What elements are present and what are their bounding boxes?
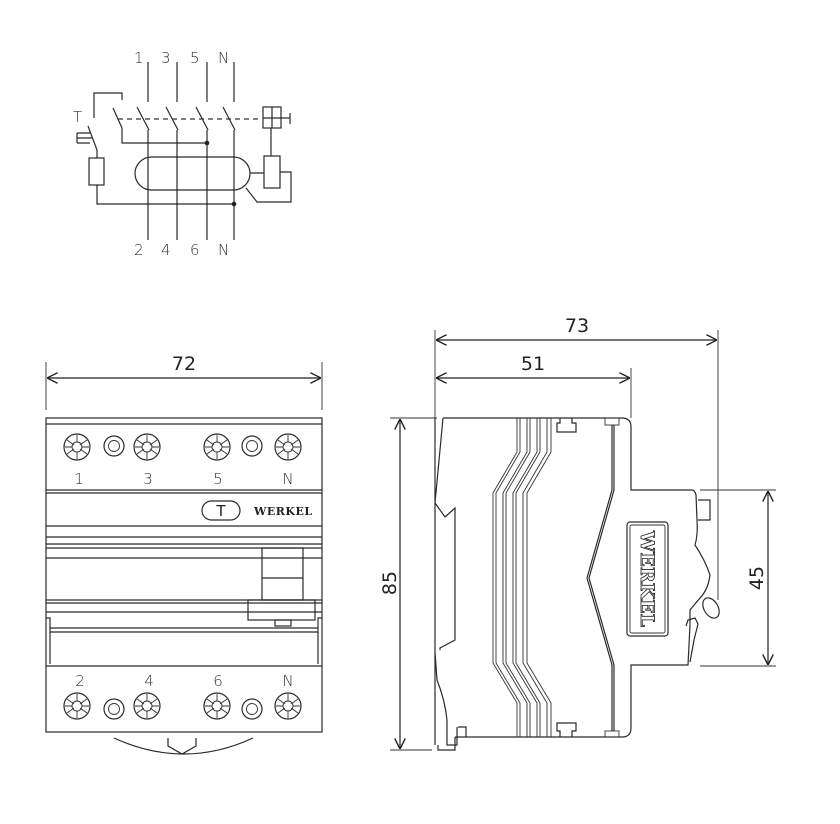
front-bottom-terminal: N xyxy=(282,672,293,690)
terminal-screw-icon xyxy=(274,433,302,461)
dimension-73: 73 xyxy=(434,315,719,600)
schematic-top-terminal: 3 xyxy=(161,49,171,67)
dimension-85: 85 xyxy=(379,417,437,751)
height-label: 85 xyxy=(379,571,401,595)
side-brand-plate xyxy=(626,521,669,637)
terminal-hole-icon xyxy=(241,698,263,720)
junction-dot xyxy=(231,201,237,207)
schematic-bottom-terminal: 6 xyxy=(190,241,200,259)
side-view: 73 51 85 45 xyxy=(379,315,776,751)
terminal-screw-icon xyxy=(133,433,161,461)
front-height-label: 45 xyxy=(746,566,768,590)
front-bottom-terminal: 6 xyxy=(213,672,223,690)
schematic-top-terminal: N xyxy=(218,49,229,67)
front-top-terminal: 3 xyxy=(143,470,153,488)
front-body-outline xyxy=(45,417,323,755)
side-ribs xyxy=(492,418,552,737)
schematic-bottom-terminal: N xyxy=(218,241,229,259)
schematic-bottom-terminal: 2 xyxy=(134,241,144,259)
terminal-hole-icon xyxy=(103,698,125,720)
front-top-terminal: N xyxy=(282,470,293,488)
body-depth-label: 51 xyxy=(521,353,545,375)
test-button xyxy=(201,500,241,521)
front-top-terminal: 5 xyxy=(213,470,223,488)
circuit-schematic: 1 3 5 N 2 4 6 N T xyxy=(73,49,292,259)
schematic-top-terminal: 1 xyxy=(134,49,144,67)
terminal-hole-icon xyxy=(103,435,125,457)
junction-dot xyxy=(204,140,210,146)
schematic-top-terminal: 5 xyxy=(190,49,200,67)
dimension-72: 72 xyxy=(45,353,323,410)
schematic-bottom-terminal: 4 xyxy=(161,241,171,259)
terminal-screw-icon xyxy=(274,692,302,720)
schematic-test-label: T xyxy=(73,108,82,126)
side-brand-plate-inner xyxy=(629,524,666,634)
terminal-screw-icon xyxy=(63,433,91,461)
front-bottom-terminal: 2 xyxy=(75,672,85,690)
side-body-outline xyxy=(434,417,720,751)
front-bottom-terminal: 4 xyxy=(144,672,154,690)
front-view: 72 1 3 5 N 2 4 6 N T WER xyxy=(45,353,323,755)
terminal-screw-icon xyxy=(63,692,91,720)
terminal-screw-icon xyxy=(133,692,161,720)
width-dimension-label: 72 xyxy=(172,353,196,375)
schematic-wires xyxy=(76,62,292,240)
brand-logo-front: WERKEL xyxy=(253,505,313,518)
dimension-51: 51 xyxy=(436,353,632,418)
brand-logo-side: WERKEL xyxy=(636,530,658,627)
test-button-label: T xyxy=(215,502,226,520)
terminal-screw-icon xyxy=(203,433,231,461)
front-top-terminal: 1 xyxy=(74,470,84,488)
terminal-screw-icon xyxy=(203,692,231,720)
terminal-hole-icon xyxy=(241,435,263,457)
dimension-45: 45 xyxy=(700,489,776,667)
total-depth-label: 73 xyxy=(565,315,589,337)
